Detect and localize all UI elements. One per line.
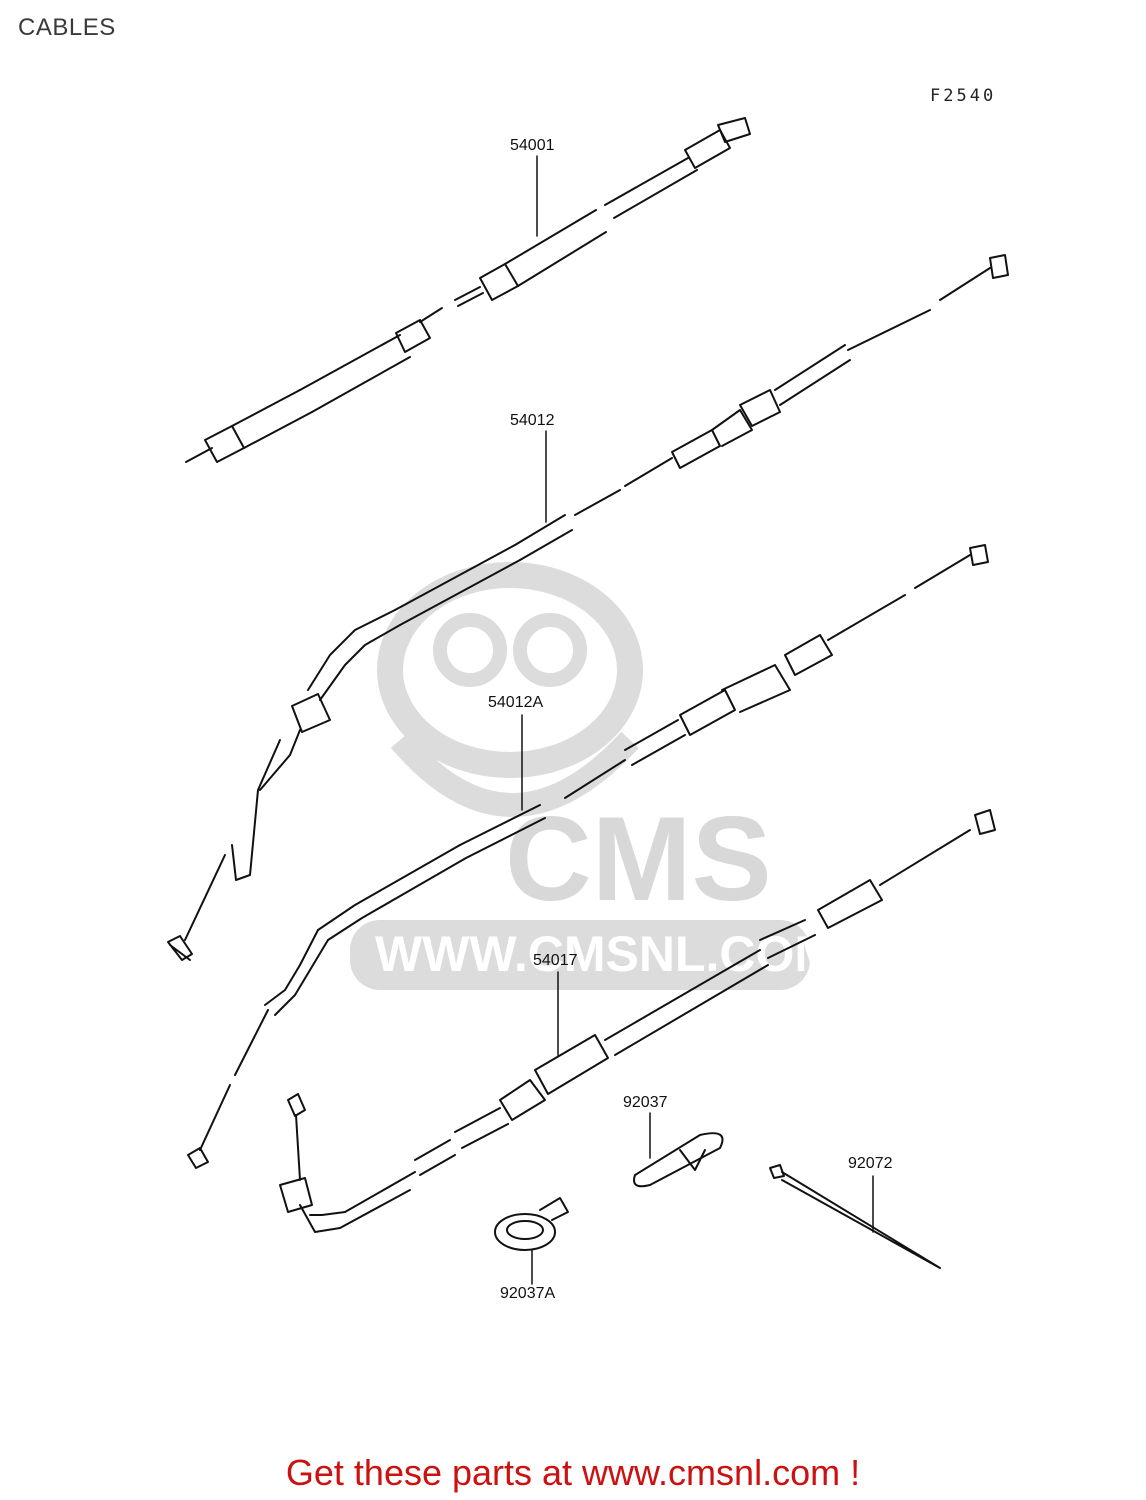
part-label-54012[interactable]: 54012 — [510, 412, 555, 429]
part-label-54001[interactable]: 54001 — [510, 137, 555, 154]
part-label-92037A[interactable]: 92037A — [500, 1285, 556, 1302]
watermark-logo: CMS — [505, 792, 772, 926]
cable-54001 — [185, 117, 751, 463]
grommet-92037A — [494, 1197, 569, 1251]
part-label-54012A[interactable]: 54012A — [488, 694, 544, 711]
watermark-url: WWW.CMSNL.COM — [375, 926, 837, 982]
clamp-92037 — [633, 1132, 724, 1188]
part-label-92037[interactable]: 92037 — [623, 1094, 668, 1111]
page-title: CABLES — [18, 14, 116, 41]
part-label-54017[interactable]: 54017 — [533, 952, 578, 969]
cable-54012 — [167, 254, 1009, 961]
cable-54012A — [187, 544, 989, 1169]
footer-link[interactable]: Get these parts at www.cmsnl.com ! — [285, 1452, 861, 1493]
cable-tie-92072 — [769, 1164, 941, 1269]
diagram-code: F2540 — [930, 86, 997, 106]
watermark-mascot-icon — [350, 562, 810, 990]
cable-54017 — [279, 809, 996, 1233]
part-label-92072[interactable]: 92072 — [848, 1155, 893, 1172]
